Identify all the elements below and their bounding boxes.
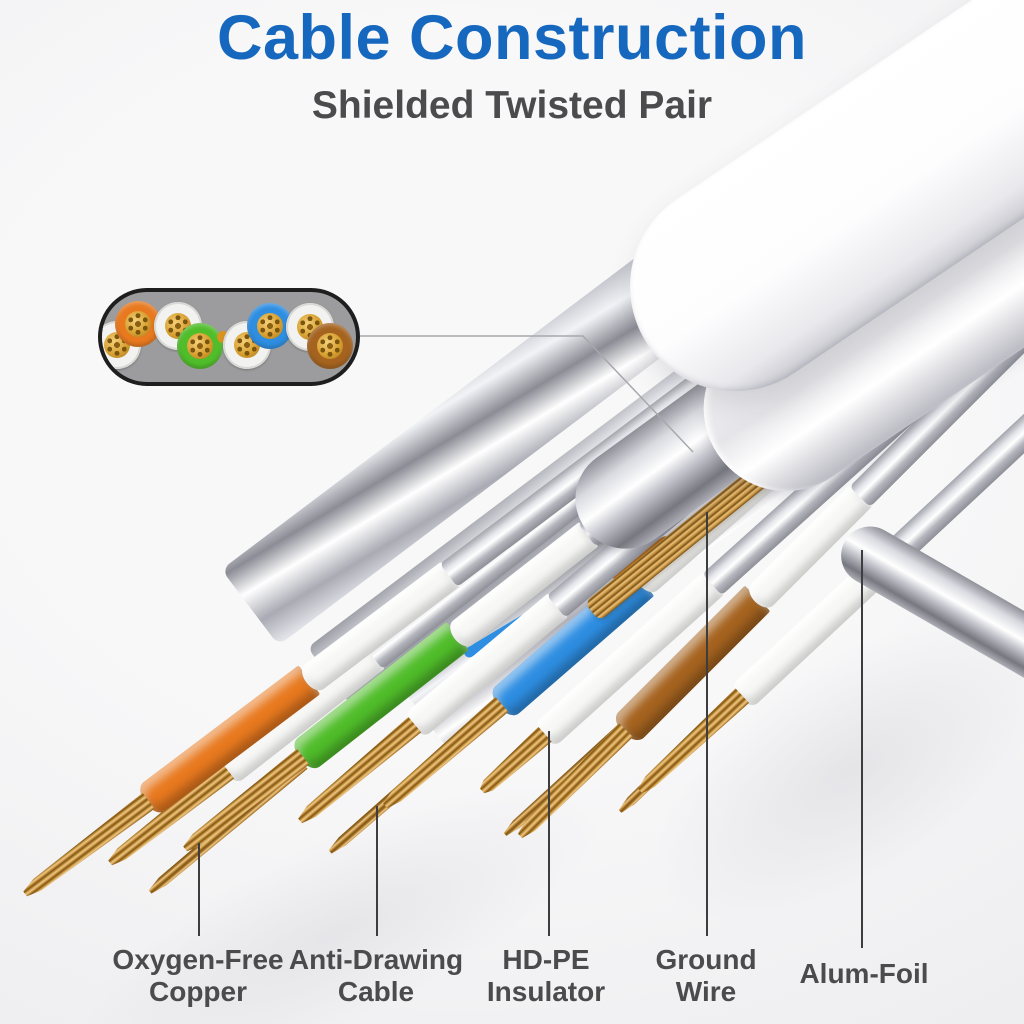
copper-core [317,333,343,359]
label-line: Anti-Drawing [288,944,464,975]
label-line: Wire [675,976,737,1007]
label-ground-wire: Ground Wire [655,944,756,1008]
label-line: Copper [148,976,247,1007]
label-line: Cable [337,976,415,1007]
cross-section-brown-wire [307,323,353,369]
cross-section-inset [98,288,360,386]
label-alum-foil: Alum-Foil [799,958,928,990]
page-subtitle: Shielded Twisted Pair [311,84,713,127]
label-hd-pe-insulator: HD-PE Insulator [487,944,605,1008]
copper-core [125,311,151,337]
copper-core [257,313,283,339]
label-anti-drawing-cable: Anti-Drawing Cable [289,944,463,1008]
page-title: Cable Construction [216,3,808,73]
cross-section-green-wire [177,323,223,369]
copper-core [187,333,213,359]
label-line: Insulator [486,976,606,1007]
label-line: Alum-Foil [799,958,929,989]
cross-section-orange-wire [115,301,161,347]
cross-section-blue-wire [247,303,293,349]
label-line: Oxygen-Free [112,944,284,975]
label-line: Ground [655,944,757,975]
label-oxygen-free-copper: Oxygen-Free Copper [112,944,283,1008]
label-line: HD-PE [502,944,590,975]
